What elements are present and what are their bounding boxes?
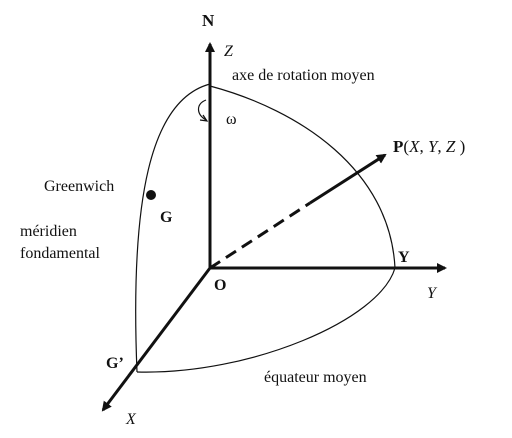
meridian-label-line2: fondamental bbox=[20, 245, 101, 262]
y-bold-label: Y bbox=[398, 249, 410, 266]
op-vector-arrow bbox=[309, 153, 387, 205]
rotation-arrowhead-icon bbox=[199, 114, 209, 122]
point-p-close: ) bbox=[455, 137, 465, 156]
g-prime-label: G’ bbox=[106, 355, 124, 372]
point-p-letter: P bbox=[393, 137, 403, 156]
point-p-label: P(X, Y, Z ) bbox=[393, 137, 465, 156]
point-p-x: X bbox=[408, 137, 420, 156]
origin-label: O bbox=[214, 277, 226, 294]
y-axis-label: Y bbox=[427, 285, 438, 302]
op-hidden-segment bbox=[209, 201, 311, 270]
greenwich-dot bbox=[146, 190, 156, 200]
point-p-z: Z bbox=[446, 137, 456, 156]
rotation-axis-label: axe de rotation moyen bbox=[232, 67, 375, 84]
x-axis-label: X bbox=[125, 411, 137, 428]
top-boundary-curve bbox=[209, 85, 396, 269]
z-axis-label: Z bbox=[224, 43, 234, 60]
point-p-y: Y bbox=[428, 137, 439, 156]
rotation-arc-icon bbox=[197, 99, 207, 121]
omega-label: ω bbox=[226, 111, 237, 128]
greenwich-point-label: G bbox=[160, 209, 173, 226]
equator-curve bbox=[136, 267, 396, 373]
meridian-label-line1: méridien bbox=[20, 223, 77, 240]
point-p-open: ( bbox=[403, 137, 409, 156]
point-p-sep1: , bbox=[419, 137, 428, 156]
meridian-curve bbox=[135, 83, 211, 373]
greenwich-label: Greenwich bbox=[44, 178, 114, 195]
point-p-sep2: , bbox=[437, 137, 446, 156]
x-axis-arrow bbox=[101, 267, 212, 412]
equator-label: équateur moyen bbox=[264, 369, 367, 386]
north-label: N bbox=[202, 11, 215, 30]
